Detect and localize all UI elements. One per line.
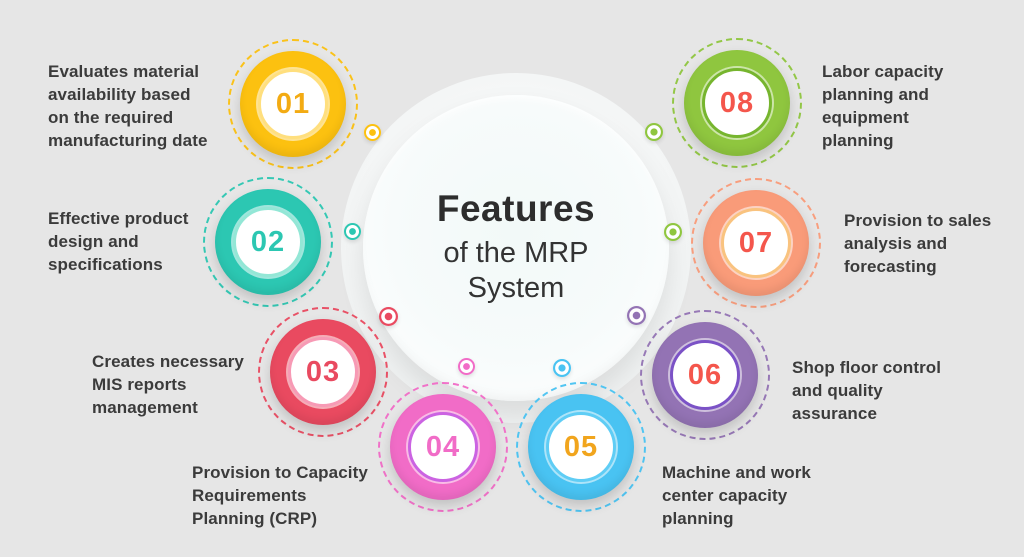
dashed-ring-02 [203,177,333,307]
feature-label-03: Creates necessary MIS reports management [92,352,244,417]
feature-circle-04: 04 [378,382,508,512]
feature-number-03: 03 [305,355,341,388]
solid-circle-07: 07 [703,190,809,296]
feature-circle-03: 03 [258,307,388,437]
inner-circle-05: 05 [546,412,616,482]
dashed-ring-08 [672,38,802,168]
inner-circle-07: 07 [721,208,791,278]
feature-circle-07: 07 [691,178,821,308]
feature-label-05: Machine and work center capacity plannin… [662,463,811,528]
feature-circle-06: 06 [640,310,770,440]
feature-number-04: 04 [425,430,461,463]
dot-green-lower-icon [664,223,682,241]
solid-circle-03: 03 [270,319,376,425]
dashed-ring-07 [691,178,821,308]
dashed-ring-05 [516,382,646,512]
feature-number-08: 08 [719,86,755,119]
subtitle-line-1: of the MRP [443,236,589,269]
feature-circle-02: 02 [203,177,333,307]
inner-circle-04: 04 [408,412,478,482]
dot-green-upper-icon [645,123,663,141]
feature-number-05: 05 [563,430,599,463]
solid-circle-04: 04 [390,394,496,500]
dot-red-icon [379,307,398,326]
inner-circle-03: 03 [288,337,358,407]
feature-circle-01: 01 [228,39,358,169]
feature-number-01: 01 [275,87,311,120]
solid-circle-06: 06 [652,322,758,428]
dot-blue-icon [553,359,571,377]
dashed-ring-06 [640,310,770,440]
solid-circle-08: 08 [684,50,790,156]
dot-purple-icon [627,306,646,325]
inner-circle-02: 02 [233,207,303,277]
solid-circle-05: 05 [528,394,634,500]
feature-label-04: Provision to Capacity Requirements Plann… [192,463,368,528]
feature-circle-08: 08 [672,38,802,168]
inner-circle-01: 01 [258,69,328,139]
solid-circle-02: 02 [215,189,321,295]
subtitle-line-2: System [467,272,565,305]
feature-label-06: Shop floor control and quality assurance [792,358,942,423]
feature-label-08: Labor capacity planning and equipment pl… [822,62,944,150]
dashed-ring-01 [228,39,358,169]
feature-label-01: Evaluates material availability based on… [48,62,208,150]
feature-number-07: 07 [738,226,774,259]
diagram-title: Features [436,188,596,230]
feature-circle-05: 05 [516,382,646,512]
dashed-ring-03 [258,307,388,437]
dot-teal-icon [344,223,361,240]
solid-circle-01: 01 [240,51,346,157]
inner-circle-06: 06 [670,340,740,410]
feature-label-07: Provision to sales analysis and forecast… [844,211,992,276]
inner-circle-08: 08 [702,68,772,138]
dot-yellow-icon [364,124,381,141]
feature-number-02: 02 [250,225,286,258]
feature-number-06: 06 [687,358,723,391]
dot-pink-icon [458,358,475,375]
dashed-ring-04 [378,382,508,512]
feature-label-02: Effective product design and specificati… [48,209,189,274]
